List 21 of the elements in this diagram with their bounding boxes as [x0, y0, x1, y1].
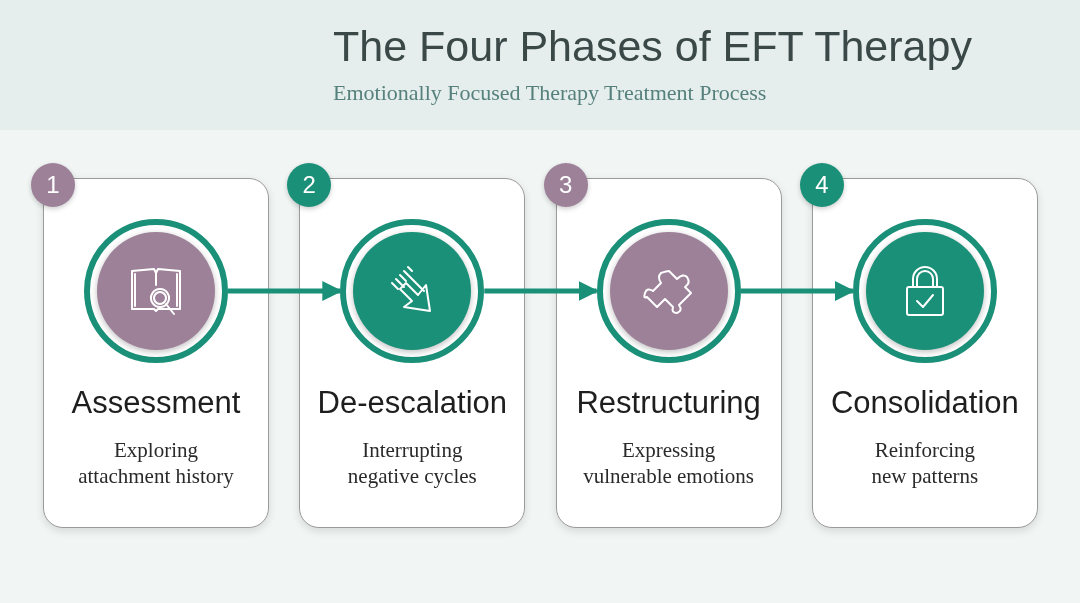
- subtitle: Emotionally Focused Therapy Treatment Process: [333, 80, 767, 106]
- step-number-badge: 4: [799, 163, 844, 207]
- phase-description: Interrupting negative cycles: [346, 437, 478, 489]
- phase-title: Consolidation: [829, 385, 1020, 421]
- step-number-badge: 2: [287, 163, 332, 207]
- phase-description: Reinforcing new patterns: [870, 437, 980, 489]
- phase-title: Restructuring: [575, 385, 762, 421]
- phase-title: De-escalation: [316, 385, 509, 421]
- phase-card: [811, 178, 1038, 528]
- step-number-badge: 3: [543, 163, 588, 207]
- diagram-title: The Four Phases of EFT Therapy: [333, 22, 972, 71]
- arrow: [740, 281, 855, 301]
- phase-card: [555, 178, 782, 528]
- step-number-badge: 1: [31, 163, 75, 207]
- phase-description: Exploring attachment history: [77, 437, 235, 489]
- phase-title: Assessment: [70, 385, 242, 421]
- phase-description: Expressing vulnerable emotions: [582, 437, 756, 489]
- arrow: [228, 281, 343, 301]
- phase-card: [299, 178, 526, 528]
- phase-card: [43, 178, 269, 528]
- arrow: [484, 281, 599, 301]
